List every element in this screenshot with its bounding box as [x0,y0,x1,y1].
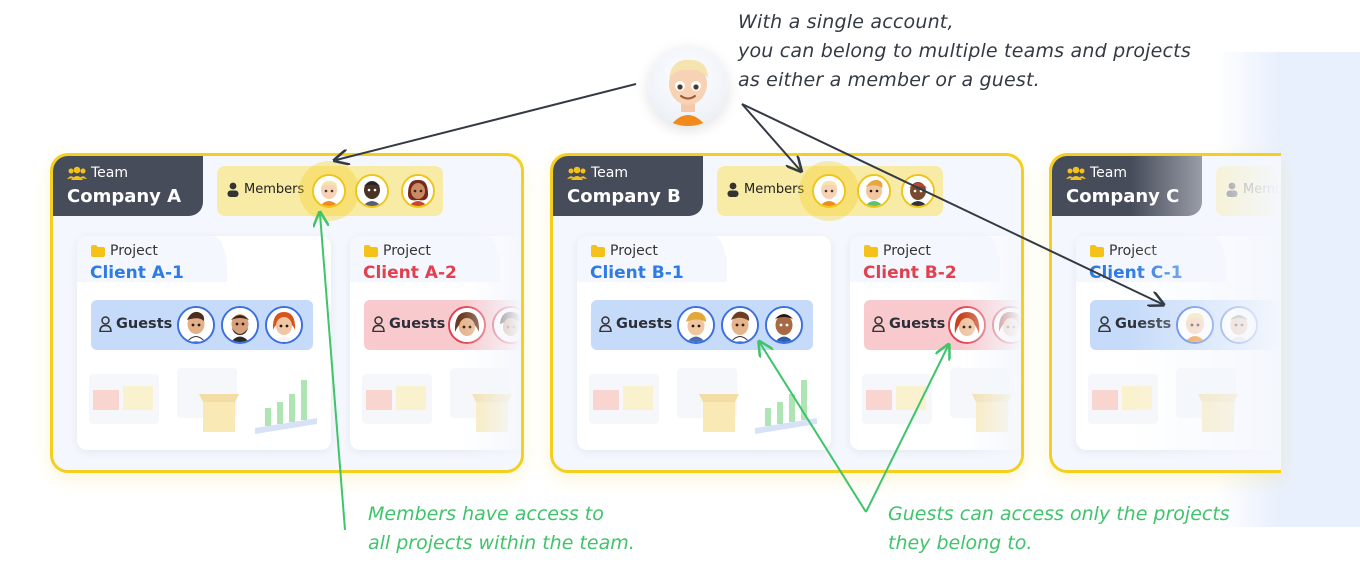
member-avatar[interactable] [401,174,435,208]
project-name: Client A-1 [90,263,184,283]
team-name: Company A [67,186,182,207]
note-line: Members have access to [368,503,604,525]
project-thumbnails [589,368,817,434]
project-kicker-label: Project [883,243,931,259]
note-members-access: Members have access to all projects with… [368,500,635,558]
members-label-group: Members [227,182,304,197]
folder-icon [591,245,605,257]
guests-label-group: Guests [99,316,172,332]
guest-avatar[interactable] [677,306,715,344]
note-line: Guests can access only the projects [888,503,1230,525]
team-card-company-a[interactable]: Team Company A Members Project Client A-… [50,153,524,473]
team-tab: Team Company B [553,156,703,216]
project-thumbnails [89,368,317,434]
project-kicker: Project [91,243,158,259]
team-icon [567,166,587,180]
person-icon [727,182,739,197]
project-kicker-label: Project [110,243,158,259]
team-kicker: Team [67,165,128,181]
edge-fade [461,156,521,470]
project-card-client-b-1[interactable]: Project Client B-1 Guests [577,236,831,450]
note-line: you can belong to multiple teams and pro… [738,40,1191,62]
edge-fade [1131,156,1281,470]
guest-avatar[interactable] [721,306,759,344]
members-label: Members [744,182,805,197]
project-card-client-a-1[interactable]: Project Client A-1 Guests [77,236,331,450]
guests-label: Guests [389,316,446,332]
guests-bar[interactable]: Guests [591,300,813,350]
person-outline-icon [599,316,612,332]
members-bar[interactable]: Members [717,161,943,221]
user-avatar [648,46,728,126]
project-kicker-label: Project [383,243,431,259]
folder-icon [91,245,105,257]
project-kicker-label: Project [610,243,658,259]
guests-label: Guests [616,316,673,332]
project-kicker: Project [364,243,431,259]
project-name: Client B-2 [863,263,957,283]
member-avatar[interactable] [355,174,389,208]
note-line: they belong to. [888,532,1033,554]
note-guests-access: Guests can access only the projects they… [888,500,1230,558]
team-card-company-b[interactable]: Team Company B Members Project Client B-… [550,153,1024,473]
team-tab: Team Company A [53,156,203,216]
team-icon [67,166,87,180]
member-avatar-user[interactable] [312,174,346,208]
guests-bar[interactable]: Guests [91,300,313,350]
team-name: Company B [567,186,681,207]
note-line: With a single account, [738,11,954,33]
members-label-group: Members [727,182,804,197]
note-line: all projects within the team. [368,532,635,554]
project-kicker: Project [591,243,658,259]
person-outline-icon [372,316,385,332]
team-kicker-label: Team [91,165,129,181]
guest-avatar[interactable] [177,306,215,344]
team-kicker: Team [567,165,628,181]
arrow-user-to-team-a [336,83,637,160]
person-icon [227,182,239,197]
note-line: as either a member or a guest. [738,69,1040,91]
guests-label-group: Guests [872,316,945,332]
team-kicker-label: Team [1090,165,1128,181]
project-name: Client B-1 [590,263,684,283]
team-kicker-label: Team [591,165,629,181]
members-bar[interactable]: Members [217,161,443,221]
member-avatar[interactable] [857,174,891,208]
edge-fade [961,156,1021,470]
guests-label-group: Guests [599,316,672,332]
project-kicker: Project [864,243,931,259]
team-kicker: Team [1066,165,1127,181]
guest-avatar[interactable] [265,306,303,344]
person-outline-icon [872,316,885,332]
guest-avatar[interactable] [765,306,803,344]
person-outline-icon [99,316,112,332]
guests-label: Guests [889,316,946,332]
guest-avatar[interactable] [221,306,259,344]
folder-icon [1090,245,1104,257]
members-label: Members [244,182,305,197]
member-avatar-user[interactable] [812,174,846,208]
guests-label: Guests [116,316,173,332]
project-tab-shape [77,236,227,282]
project-name: Client A-2 [363,263,457,283]
folder-icon [864,245,878,257]
team-icon [1066,166,1086,180]
guests-label-group: Guests [372,316,445,332]
team-card-company-c[interactable]: Team Company C Members Project Client C-… [1049,153,1281,473]
person-outline-icon [1098,316,1111,332]
member-avatar[interactable] [901,174,935,208]
note-single-account: With a single account, you can belong to… [738,8,1191,95]
project-tab-shape [577,236,727,282]
folder-icon [364,245,378,257]
